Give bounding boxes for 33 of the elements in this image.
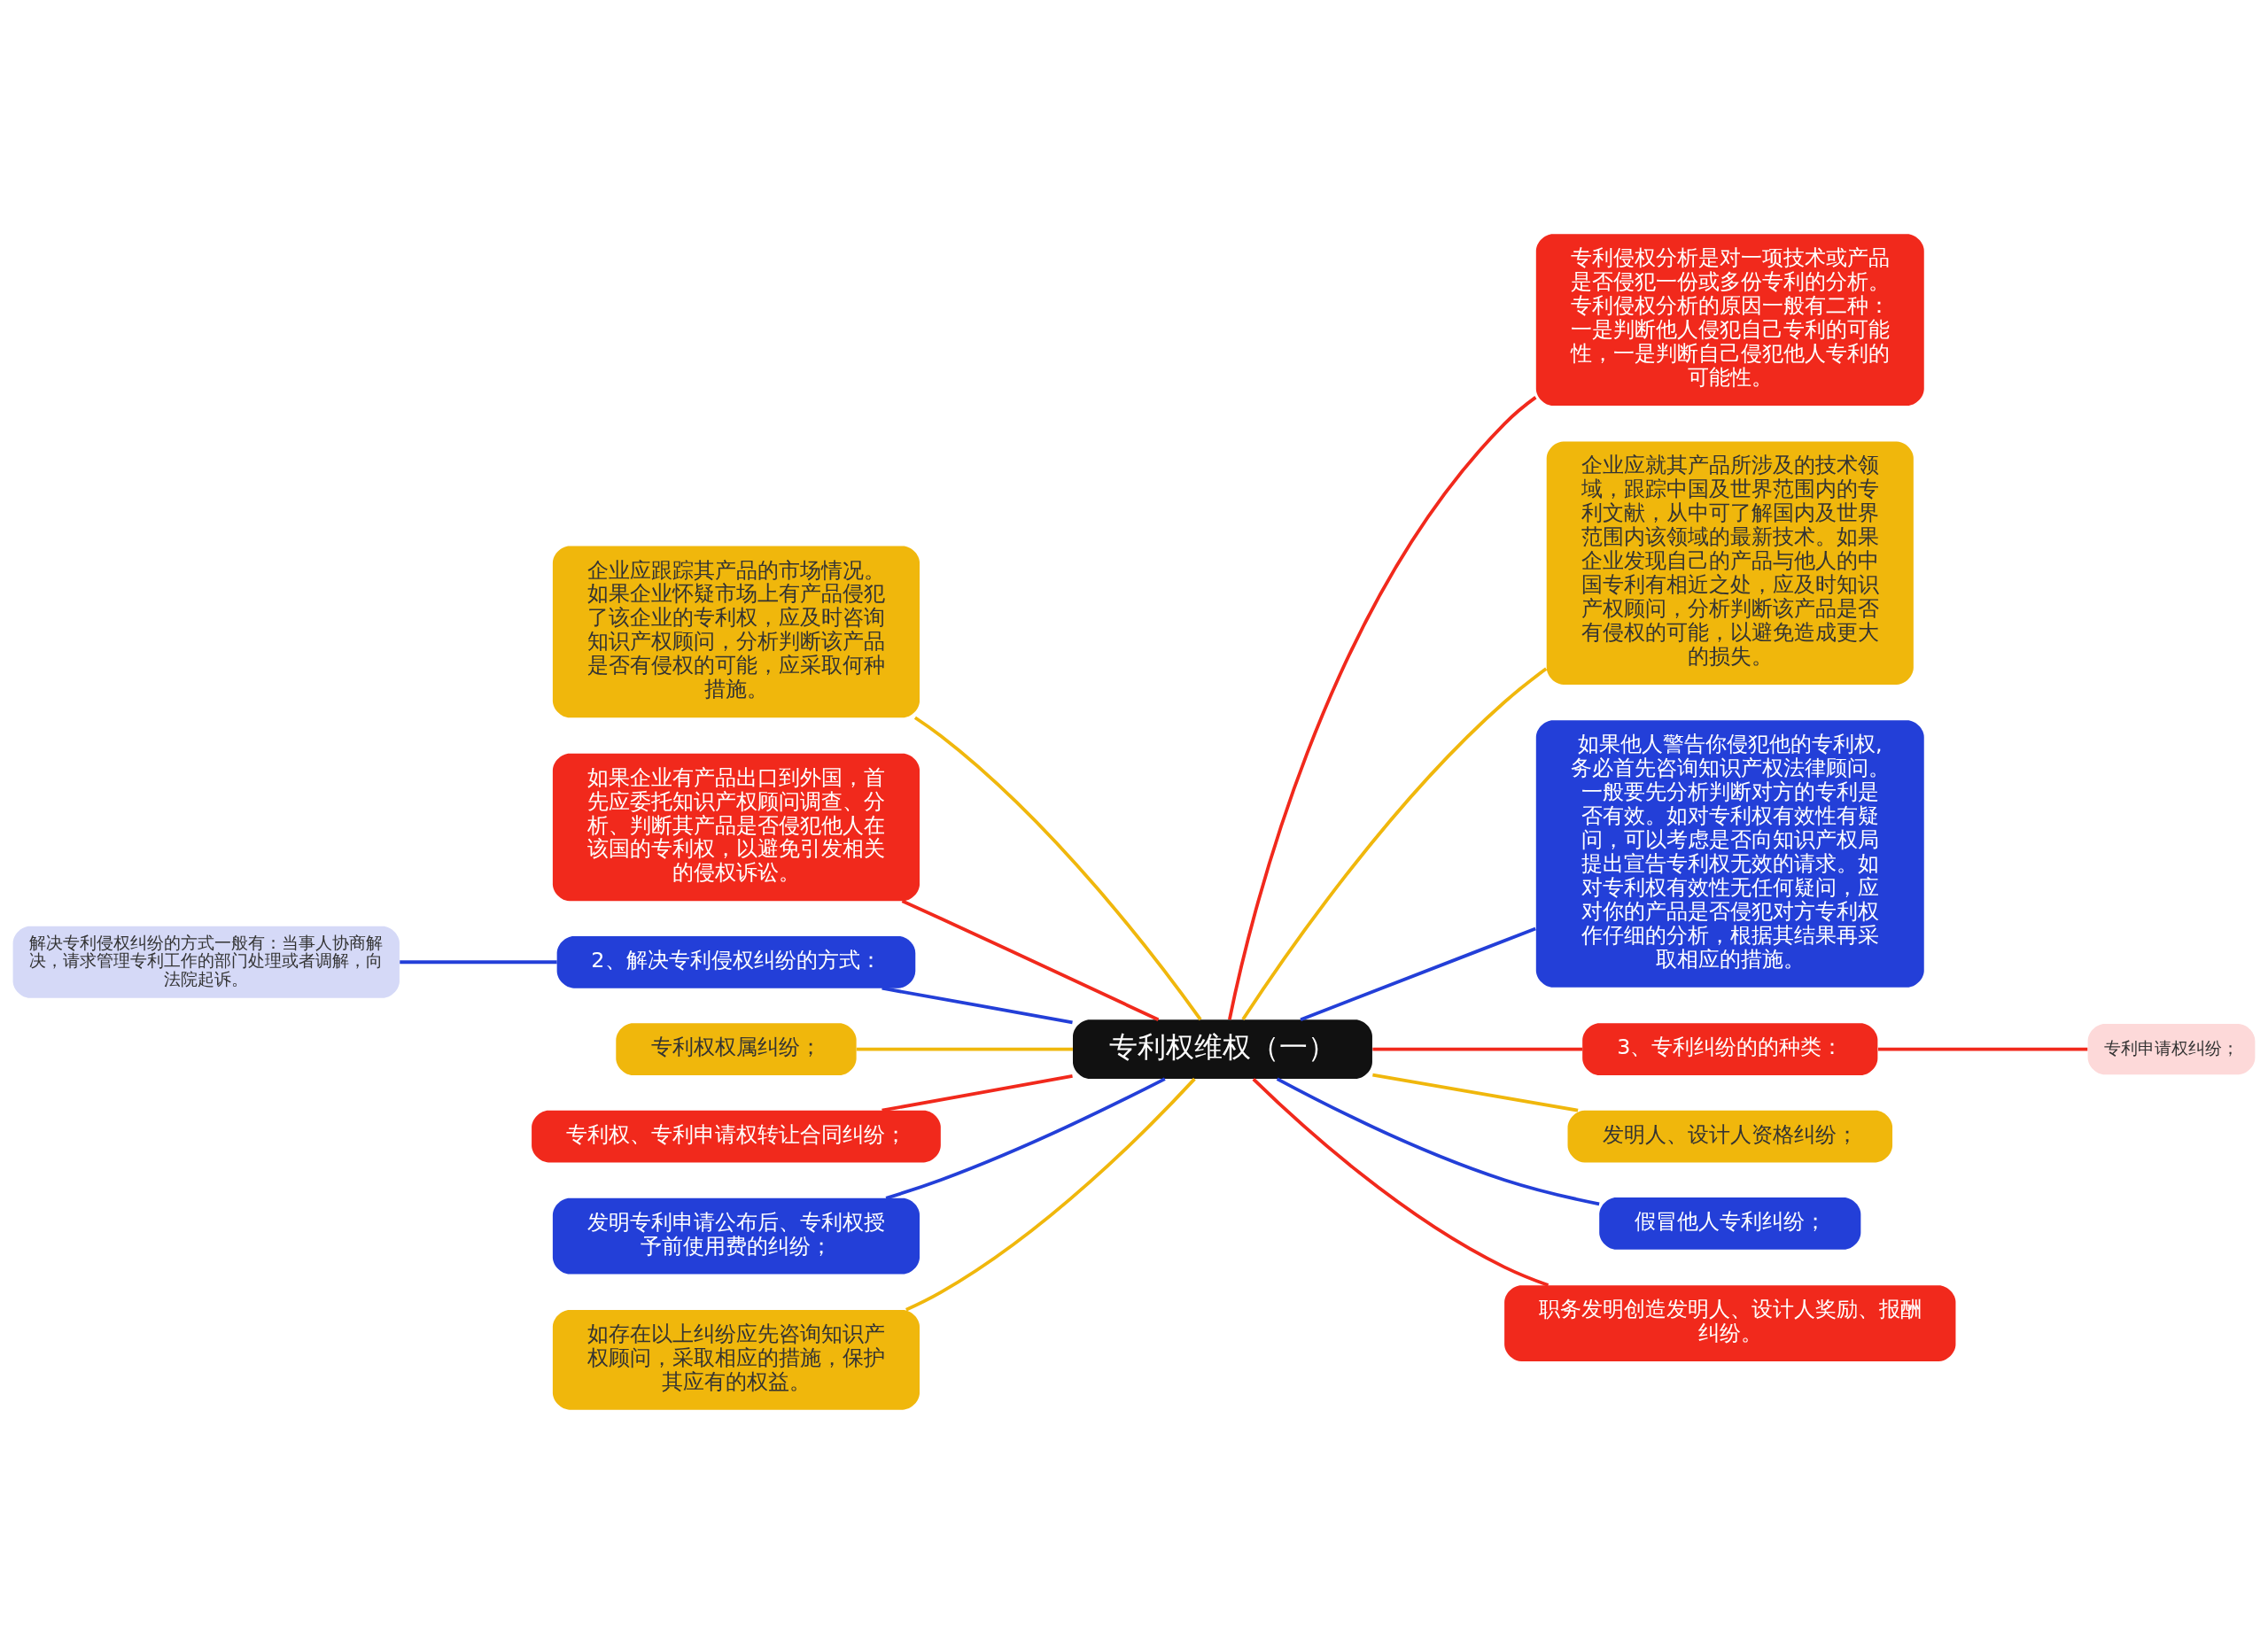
connector: [1300, 926, 1536, 1021]
node-box: 3、专利纠纷的的种类：: [1582, 1022, 1878, 1075]
node-box: 企业应跟踪其产品的市场情况。如果企业怀疑市场上有产品侵犯了该企业的专利权，应及时咨询知识产权顾问，分析判断该产品是否有侵权的可能，应采取何种措施。: [552, 546, 920, 717]
connector: [1276, 1076, 1600, 1205]
node-box: 发明专利申请公布后、专利权授予前使用费的纠纷；: [552, 1197, 920, 1275]
node-box: 专利侵权分析是对一项技术或产品是否侵犯一份或多份专利的分析。专利侵权分析的原因一般有二种：一是判断他人侵犯自己专利的可能性，一是判断自己侵犯他人专利的可能性。: [1535, 233, 1924, 406]
connector: [882, 986, 1073, 1024]
connector: [1877, 1047, 2088, 1051]
connector: [1241, 667, 1548, 1020]
node-box: 专利申请权纠纷；: [2087, 1023, 2256, 1074]
connector: [882, 1073, 1073, 1112]
node-box: 2、解决专利侵权纠纷的方式：: [556, 935, 916, 988]
node-box: 专利权、专利申请权转让合同纠纷；: [532, 1110, 941, 1162]
connector: [1372, 1073, 1579, 1112]
node-box: 专利权维权（一）: [1073, 1019, 1372, 1079]
connector: [1372, 1047, 1583, 1051]
node-box: 假冒他人专利纠纷；: [1599, 1197, 1861, 1250]
node-box: 如果企业有产品出口到外国，首先应委托知识产权顾问调查、分析、判断其产品是否侵犯他人在该国的专利权，以避免引发相关的侵权诉讼。: [552, 753, 920, 901]
connector: [885, 1076, 1166, 1200]
node-box: 职务发明创造发明人、设计人奖励、报酬纠纷。: [1504, 1284, 1956, 1361]
connector: [901, 899, 1160, 1021]
connector: [1228, 395, 1537, 1020]
node-box: 如果他人警告你侵犯他的专利权,务必首先咨询知识产权法律顾问。一般要先分析判断对方的专利是否有效。如对专利权有效性有疑问，可以考虑是否向知识产权局提出宣告专利权无效的请求。如对专利权有效性无任何疑问，应对你的产品是否侵犯对方专利权作仔细的分析，根据其结果再采取相应的措施。: [1535, 719, 1924, 988]
node-box: 如存在以上纠纷应先咨询知识产权顾问，采取相应的措施，保护其应有的权益。: [552, 1309, 920, 1410]
node-box: 专利权权属纠纷；: [616, 1022, 857, 1075]
connector: [856, 1047, 1073, 1051]
connector: [1252, 1077, 1550, 1287]
connector: [400, 959, 557, 964]
connector: [913, 716, 1202, 1020]
connector: [905, 1077, 1196, 1311]
node-box: 发明人、设计人资格纠纷；: [1567, 1110, 1893, 1162]
node-box: 企业应就其产品所涉及的技术领域，跟踪中国及世界范围内的专利文献，从中可了解国内及世界范围内该领域的最新技术。如果企业发现自己的产品与他人的中国专利有相近之处，应及时知识产权顾问，分析判断该产品是否有侵权的可能，以避免造成更大的损失。: [1546, 440, 1914, 685]
node-box: 解决专利侵权纠纷的方式一般有：当事人协商解决，请求管理专利工作的部门处理或者调解，向法院起诉。: [12, 926, 400, 998]
